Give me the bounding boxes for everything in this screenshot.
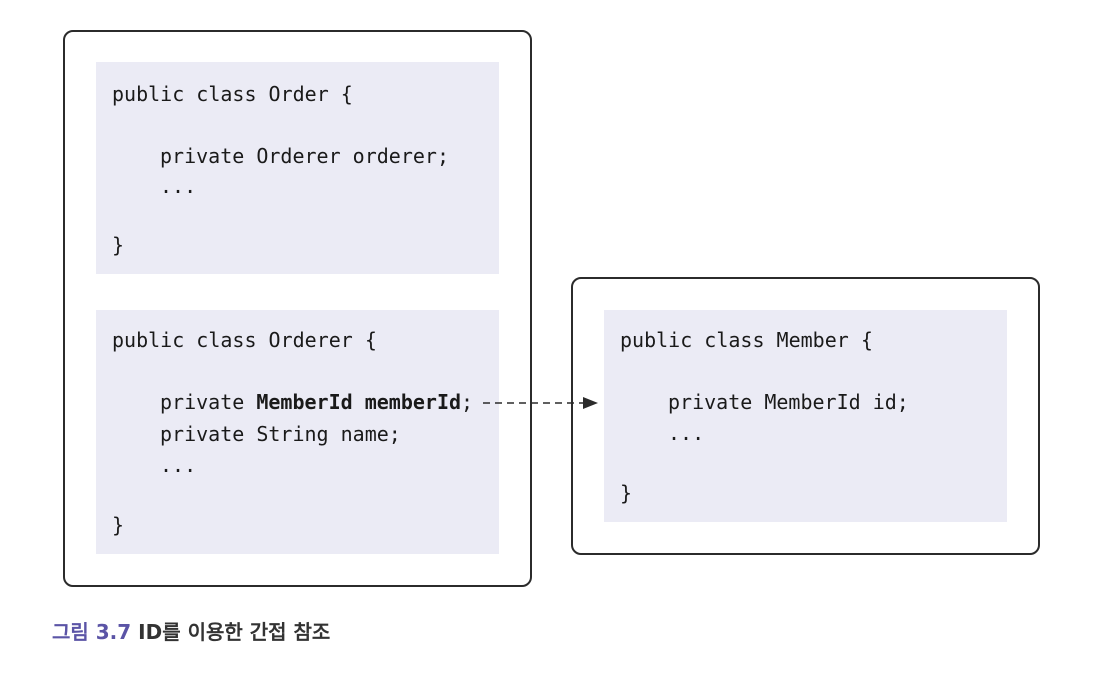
order-ellipsis: ...	[160, 174, 197, 198]
orderer-ellipsis: ...	[160, 453, 197, 477]
figure-caption: 그림 3.7 ID를 이용한 간접 참조	[52, 616, 330, 645]
orderer-name-field: private String name;	[160, 422, 401, 446]
memberid-field-highlight: MemberId memberId	[256, 390, 462, 414]
member-id-field: private MemberId id;	[668, 390, 909, 414]
order-class-code: public class Order { private Orderer ord…	[96, 62, 499, 274]
orderer-class-close: }	[112, 513, 125, 537]
orderer-class-header: public class Orderer {	[112, 328, 377, 352]
member-class-header: public class Member {	[620, 328, 873, 352]
order-orderer-field: private Orderer orderer;	[160, 144, 449, 168]
figure-caption-text: ID를 이용한 간접 참조	[138, 620, 331, 644]
orderer-class-code: public class Orderer { private MemberId …	[96, 310, 499, 554]
member-ellipsis: ...	[668, 421, 705, 445]
order-class-close: }	[112, 233, 125, 257]
figure-label: 그림 3.7	[52, 620, 132, 644]
member-class-code: public class Member { private MemberId i…	[604, 310, 1007, 522]
order-class-header: public class Order {	[112, 82, 353, 106]
memberid-field-suffix: ;	[461, 390, 474, 414]
memberid-field-prefix: private	[160, 390, 257, 414]
member-class-close: }	[620, 481, 633, 505]
orderer-memberid-field: private MemberId memberId;	[160, 387, 473, 417]
